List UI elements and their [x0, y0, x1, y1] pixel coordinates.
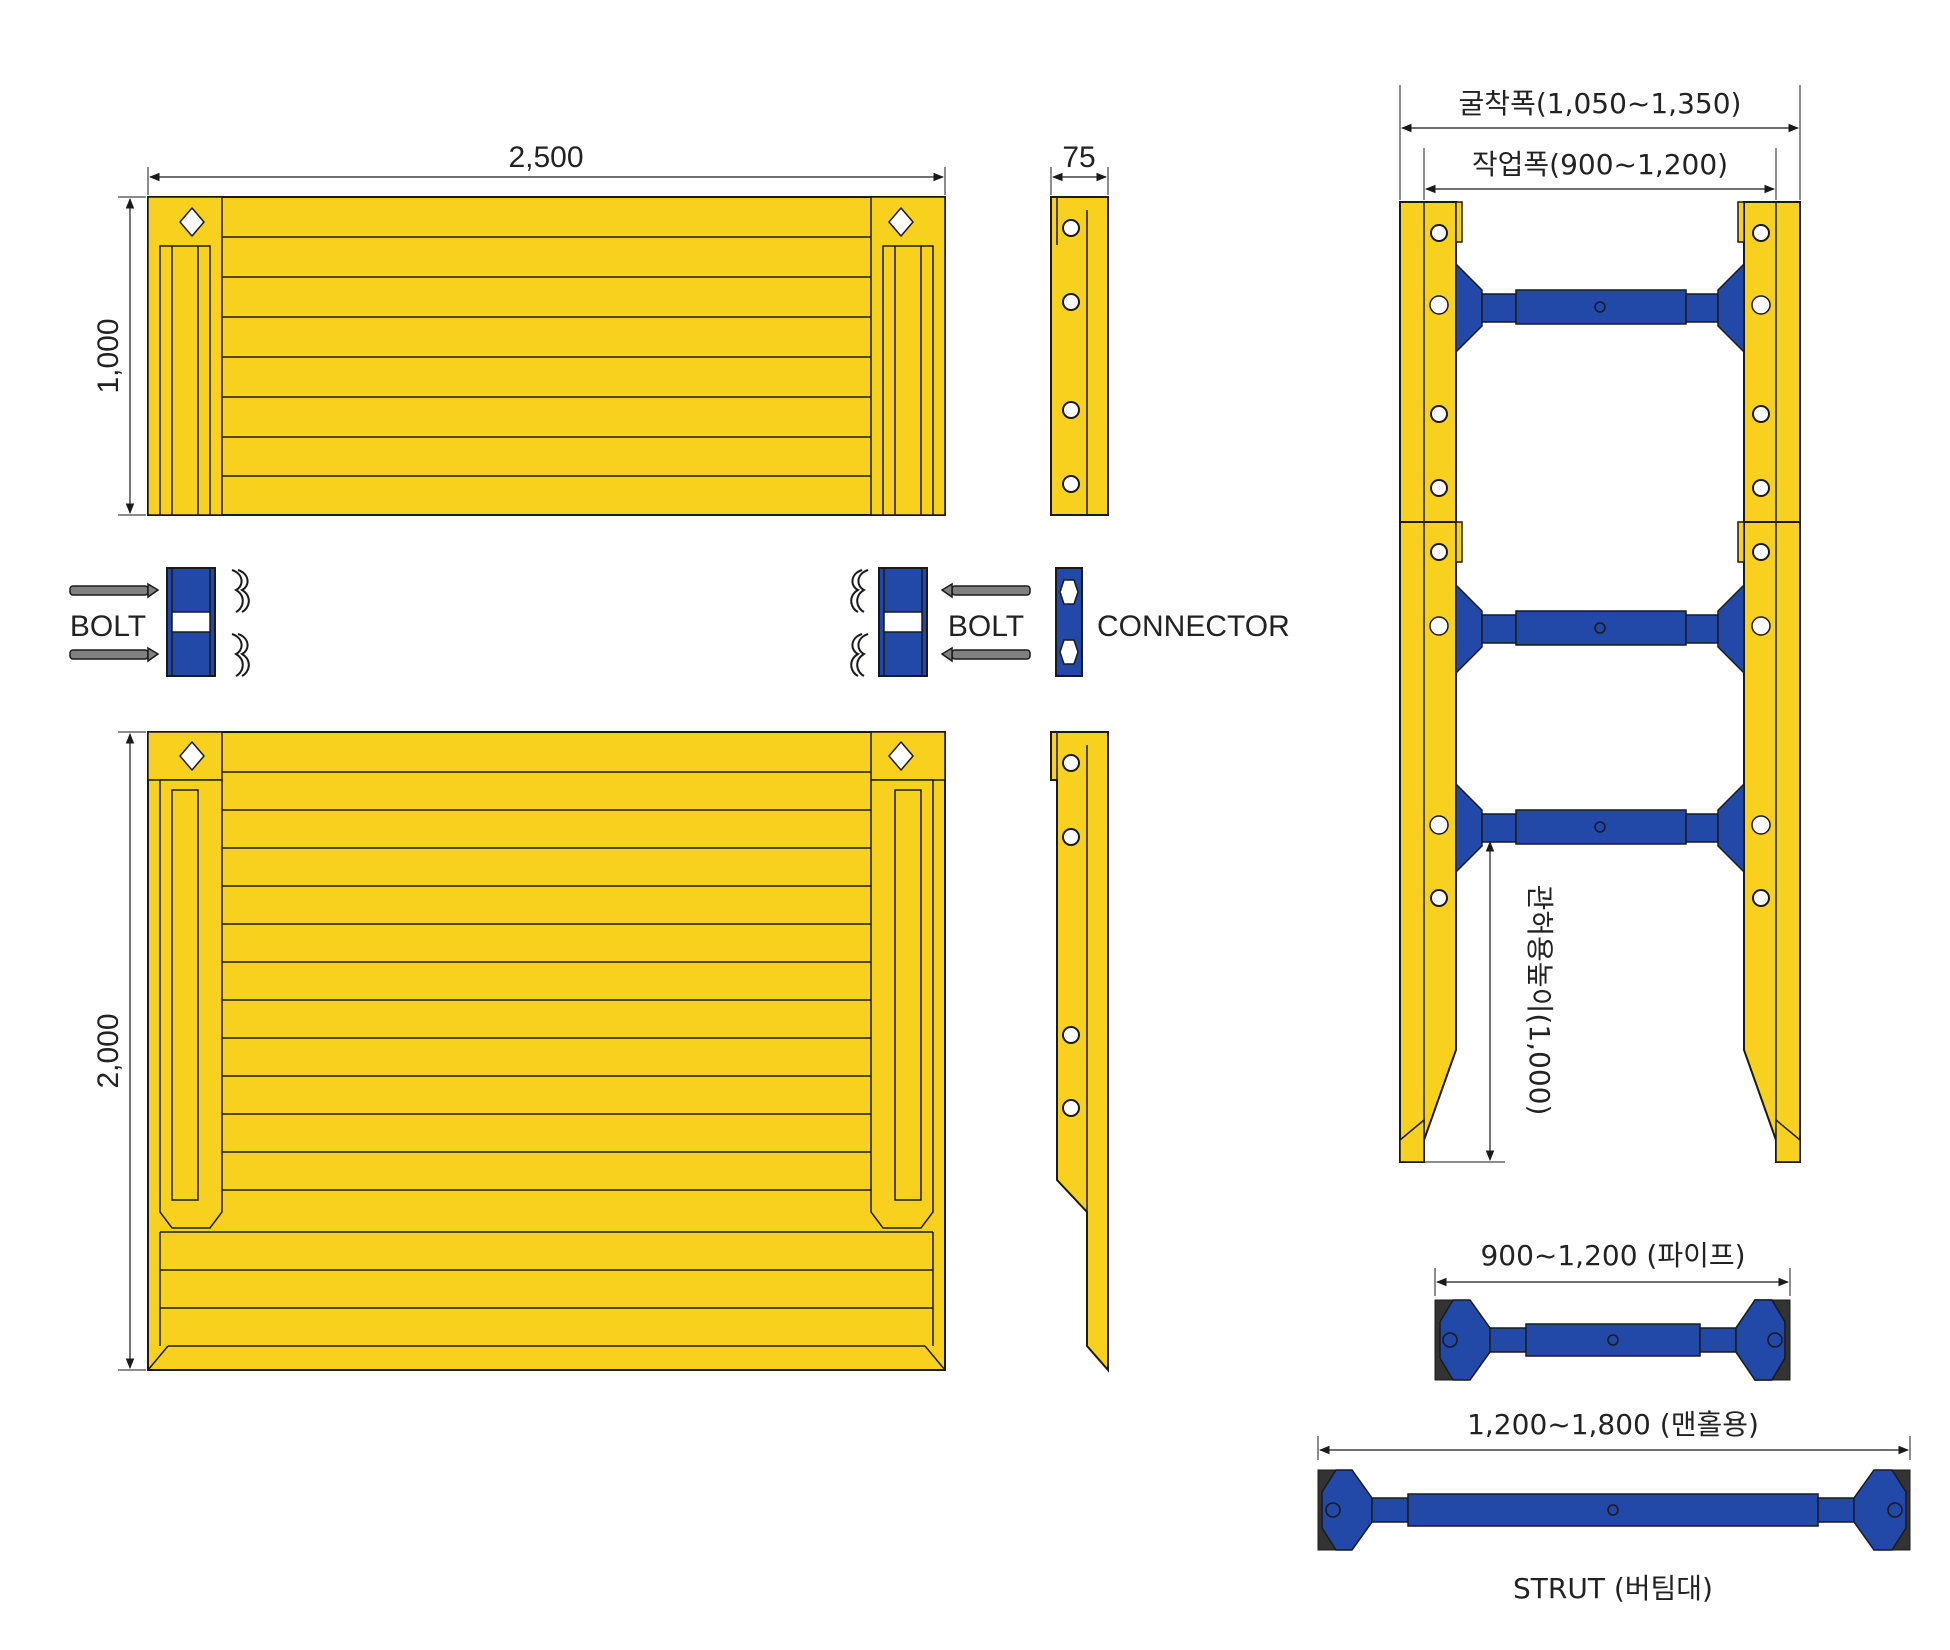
connector-icon [1055, 567, 1083, 677]
dim-strut-pipe: 900~1,200 (파이프) [1434, 1239, 1791, 1296]
strut-icon [1455, 262, 1745, 354]
strut-icon [1434, 1299, 1791, 1381]
dim-panel-height-large-label: 2,000 [92, 1013, 125, 1088]
bolt-label-left: BOLT [70, 610, 146, 643]
dim-working-width-label: 작업폭(900~1,200) [1472, 148, 1728, 181]
panel-large-front [147, 731, 946, 1371]
strut-icon [1455, 782, 1745, 874]
strut-icon [1455, 583, 1745, 675]
strut-label: STRUT (버팀대) [1513, 1572, 1713, 1605]
dim-panel-thickness-label: 75 [1062, 141, 1095, 174]
dim-strut-manhole-label: 1,200~1,800 (맨홀용) [1467, 1408, 1759, 1441]
dim-panel-width-label: 2,500 [508, 141, 583, 174]
trench-wall-right [1737, 201, 1801, 1163]
dim-panel-width: 2,500 [147, 141, 946, 195]
dim-panel-thickness: 75 [1050, 141, 1109, 195]
dim-excavation-width: 굴착폭(1,050~1,350) [1399, 85, 1801, 200]
dim-panel-height-large: 2,000 [92, 731, 146, 1371]
connector-icon [166, 567, 216, 677]
dim-strut-manhole: 1,200~1,800 (맨홀용) [1317, 1408, 1911, 1460]
panel-small-front [147, 196, 946, 516]
panel-large-side [1050, 731, 1109, 1373]
dim-excavation-width-label: 굴착폭(1,050~1,350) [1459, 87, 1742, 120]
bolt-icon [940, 582, 1031, 663]
strut-icon [1317, 1469, 1911, 1551]
dim-panel-height-small-label: 1,000 [92, 318, 125, 393]
bolt-label-right: BOLT [948, 610, 1024, 643]
dim-pipe-clearance: 관허용높이(1,000) [1400, 840, 1556, 1163]
bolt-icon [69, 582, 160, 663]
trench-wall-left [1399, 201, 1463, 1163]
hairpin-clip-icon [231, 569, 250, 677]
panel-small-side [1050, 196, 1109, 516]
connector-icon [878, 567, 928, 677]
dim-strut-pipe-label: 900~1,200 (파이프) [1480, 1239, 1745, 1272]
dim-pipe-clearance-label: 관허용높이(1,000) [1523, 885, 1556, 1116]
hairpin-clip-icon [850, 569, 869, 677]
dim-panel-height-small: 1,000 [92, 196, 146, 516]
dim-working-width: 작업폭(900~1,200) [1423, 148, 1777, 200]
connector-label: CONNECTOR [1097, 610, 1290, 643]
